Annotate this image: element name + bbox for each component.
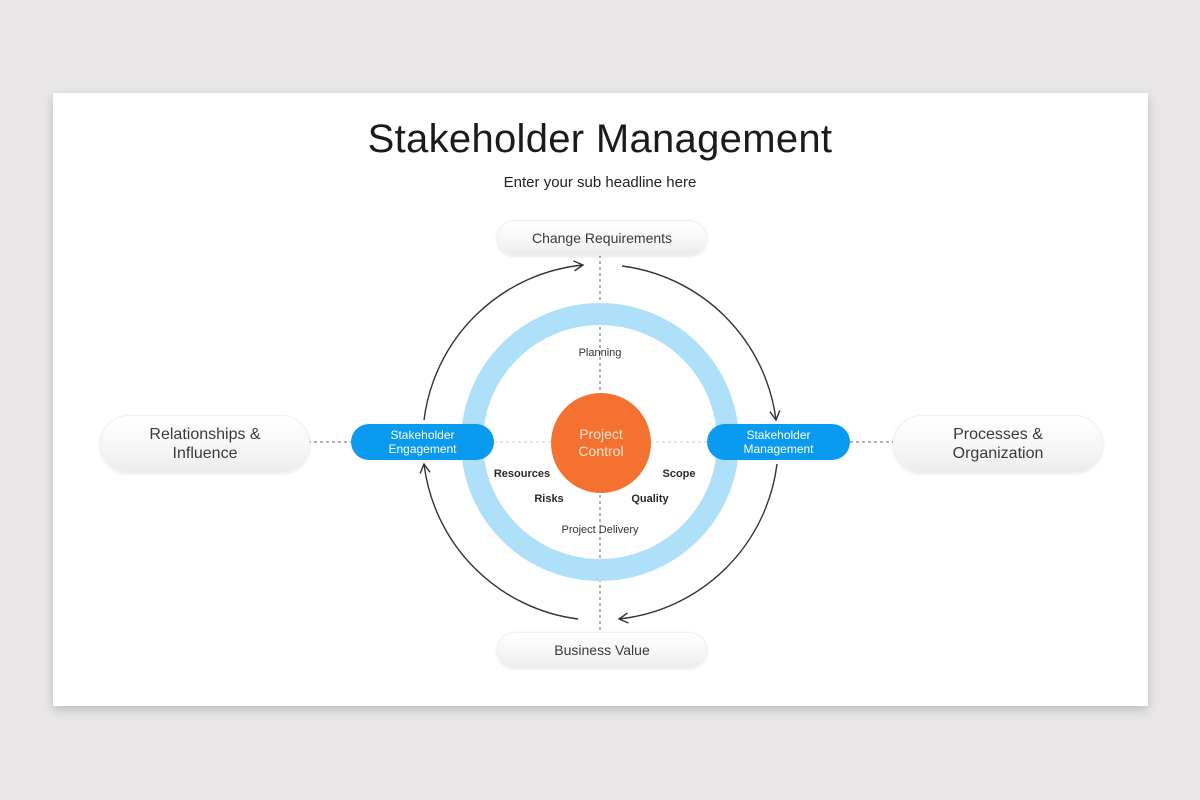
node-relationships-influence: Relationships & Influence bbox=[100, 415, 310, 473]
label-resources: Resources bbox=[493, 468, 551, 480]
node-relationships-influence-label: Relationships & Influence bbox=[149, 426, 261, 462]
node-stakeholder-management: Stakeholder Management bbox=[707, 424, 850, 460]
arrow-left-to-top-icon bbox=[423, 260, 585, 421]
center-label: Project Control bbox=[578, 426, 624, 459]
node-processes-organization-label: Processes & Organization bbox=[952, 426, 1044, 462]
slide-title: Stakeholder Management bbox=[367, 117, 833, 161]
label-scope: Scope bbox=[662, 468, 696, 480]
arrow-bottom-to-left-icon bbox=[419, 462, 579, 620]
node-processes-organization: Processes & Organization bbox=[893, 415, 1103, 473]
center-project-control: Project Control bbox=[551, 393, 651, 493]
node-change-requirements: Change Requirements bbox=[497, 220, 707, 256]
arrow-right-to-bottom-icon bbox=[617, 463, 778, 624]
node-stakeholder-management-label: Stakeholder Management bbox=[743, 428, 814, 456]
arrow-top-to-right-icon bbox=[621, 265, 781, 422]
label-risks: Risks bbox=[534, 493, 564, 505]
node-business-value: Business Value bbox=[497, 632, 707, 668]
label-quality: Quality bbox=[631, 493, 669, 505]
label-project-delivery: Project Delivery bbox=[561, 524, 639, 536]
node-stakeholder-engagement: Stakeholder Engagement bbox=[351, 424, 494, 460]
label-planning: Planning bbox=[578, 347, 622, 359]
node-stakeholder-engagement-label: Stakeholder Engagement bbox=[388, 428, 457, 456]
slide-subtitle: Enter your sub headline here bbox=[503, 174, 697, 191]
